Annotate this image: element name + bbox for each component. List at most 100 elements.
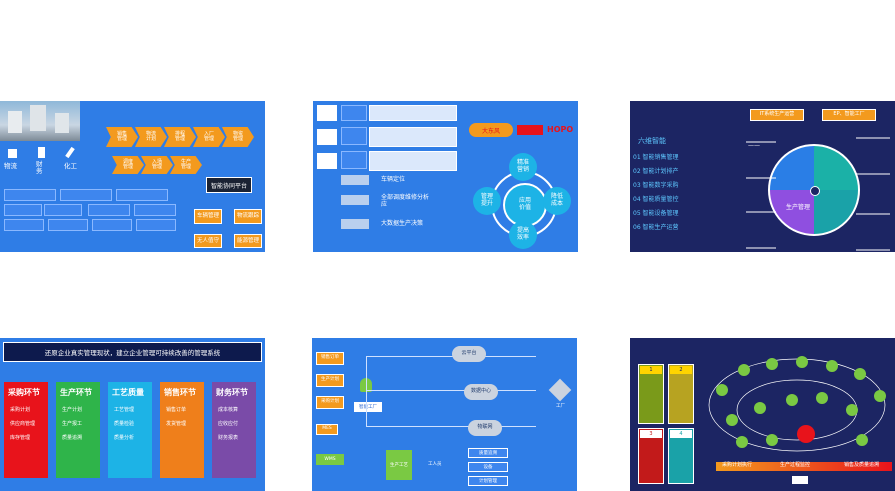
tile-4[interactable]: 还原企业真实管理现状，建立企业管理可持续改善的管理系统 采购环节采购计划供应商管… xyxy=(0,338,265,491)
list-item-6: 06 智能生产运营 xyxy=(633,224,679,231)
value-left: 管理 提升 xyxy=(473,187,501,215)
column-4: 销售环节销售订单发货管理 xyxy=(160,382,204,478)
arrow-top-1: 销售 管理 xyxy=(106,127,138,147)
arrow-top-2: 物流 计划 xyxy=(135,127,167,147)
arrow-top-4: 入厂 管理 xyxy=(193,127,225,147)
pill-2 xyxy=(341,195,369,205)
quad-num-4: 4 xyxy=(670,430,692,438)
tile-2[interactable]: 车辆定位 全部调度维修分析 应 大数据生产决策 大东风 HOPO 应用 价值 精… xyxy=(313,101,578,252)
cloud-3: 物联网 xyxy=(468,420,502,436)
quad-num-1: 1 xyxy=(640,366,662,374)
pie-label: 生产管理 xyxy=(786,204,811,211)
tile-6[interactable]: 1 2 3 4 采购计划执行 生产过程监控 销售及质量追溯 xyxy=(630,338,895,491)
center-label: 智能工厂 xyxy=(354,402,382,412)
link-line xyxy=(366,426,536,427)
list-item-2: 02 智能计划排产 xyxy=(633,168,679,175)
list-item-4: 04 智能质量管控 xyxy=(633,196,679,203)
quad-2 xyxy=(668,364,694,424)
orange-box-3: 无人值守 xyxy=(194,234,222,248)
quad-num-3: 3 xyxy=(640,430,662,438)
column-heading: 采购环节 xyxy=(8,388,40,397)
grid-cell xyxy=(88,204,130,216)
icon-label-1: 物流 xyxy=(4,162,17,170)
trucks-photo xyxy=(0,101,80,141)
bottom-box-3: 计划管理 xyxy=(468,476,508,486)
arrow-bot-2: 入场 管理 xyxy=(141,156,173,174)
pie-center xyxy=(810,186,820,196)
orange-box-2: 物流跟踪 xyxy=(234,209,262,224)
icon-label-2: 财 务 xyxy=(36,160,43,176)
phone-icon xyxy=(317,129,337,145)
grid-cell xyxy=(116,189,168,201)
column-item: 成本核算 xyxy=(218,407,239,413)
pill-3 xyxy=(341,219,369,229)
column-2: 生产环节生产计划生产报工质量追溯 xyxy=(56,382,100,478)
column-3: 工艺质量工艺管理质量检验质量分析 xyxy=(108,382,152,478)
grid-cell xyxy=(4,189,56,201)
grid-cell xyxy=(44,204,82,216)
wrench-icon xyxy=(65,146,75,159)
bottom-box-1: 质量追溯 xyxy=(468,448,508,458)
pie-text-right-top xyxy=(856,137,890,175)
grid-cell xyxy=(48,219,88,231)
column-item: 销售订单 xyxy=(166,407,187,413)
column-heading: 销售环节 xyxy=(164,388,196,397)
link-line xyxy=(366,356,536,357)
list-item-3: 03 智能数字采购 xyxy=(633,182,679,189)
grid-cell xyxy=(4,204,42,216)
left-box-3: 采购计划 xyxy=(316,396,344,409)
column-item: 质量检验 xyxy=(114,421,135,427)
orange-box-4: 能源管理 xyxy=(234,234,262,248)
row-body-3 xyxy=(369,151,457,171)
pie-text-left-top xyxy=(746,141,776,179)
monitor-icon xyxy=(317,105,337,121)
center-label: 智能协同平台 xyxy=(206,177,252,193)
link-line-v xyxy=(366,356,367,426)
timeline-label-1: 采购计划执行 xyxy=(722,462,753,468)
grid-cell xyxy=(134,204,176,216)
list-item-1: 01 智能销售管理 xyxy=(633,154,679,161)
arrow-top-3: 排程 管理 xyxy=(164,127,196,147)
row-head-2 xyxy=(341,127,367,145)
banner: 还原企业真实管理现状，建立企业管理可持续改善的管理系统 xyxy=(3,342,262,362)
link-line xyxy=(366,390,536,391)
tile-3[interactable]: 六维智能 01 智能销售管理 02 智能计划排产 03 智能数字采购 04 智能… xyxy=(630,101,895,252)
left-box-1: 销售订单 xyxy=(316,352,344,365)
pie-text-left-bot xyxy=(746,211,776,249)
row-head-3 xyxy=(341,151,367,169)
column-item: 生产报工 xyxy=(62,421,83,427)
truck-icon xyxy=(317,153,337,169)
quad-num-2: 2 xyxy=(670,366,692,374)
bottom-green: 生产工艺 xyxy=(386,450,412,480)
server-icon xyxy=(548,378,572,402)
pill-1 xyxy=(341,175,369,185)
column-item: 库存管理 xyxy=(10,435,31,441)
right-label: 工厂 xyxy=(556,404,565,409)
column-item: 采购计划 xyxy=(10,407,31,413)
column-heading: 生产环节 xyxy=(60,388,92,397)
column-item: 供应商管理 xyxy=(10,421,36,427)
cloud-2: 数据中心 xyxy=(464,384,498,400)
left-box-2: 生产计划 xyxy=(316,374,344,387)
row-head-1 xyxy=(341,105,367,121)
timeline-label-2: 生产过程监控 xyxy=(780,462,811,468)
node-network xyxy=(708,356,886,452)
arrow-top-5: 物资 管理 xyxy=(222,127,254,147)
left-box-4: MES xyxy=(316,424,338,435)
row-body-1 xyxy=(369,105,457,121)
timeline-bar xyxy=(716,462,892,471)
tile3-title: 六维智能 xyxy=(638,137,666,145)
column-item: 质量追溯 xyxy=(62,435,83,441)
quad-1 xyxy=(638,364,664,424)
legend-box xyxy=(792,476,808,484)
grid-cell xyxy=(4,219,44,231)
pie-text-l1: —— xyxy=(748,142,760,149)
grid-cell xyxy=(92,219,132,231)
list-item-5: 05 智能设备管理 xyxy=(633,210,679,217)
tile-1[interactable]: 销售 管理 物流 计划 排程 管理 入厂 管理 物资 管理 调度 管理 入场 管… xyxy=(0,101,265,252)
row-body-2 xyxy=(369,127,457,147)
row-text-2: 全部调度维修分析 应 xyxy=(381,194,430,208)
grid-cell xyxy=(136,219,176,231)
tile-5[interactable]: 销售订单 生产计划 采购计划 MES WMS 智能工厂 云平台 数据中心 物联网… xyxy=(312,338,577,491)
bottom-box-2: 设备 xyxy=(468,462,508,472)
